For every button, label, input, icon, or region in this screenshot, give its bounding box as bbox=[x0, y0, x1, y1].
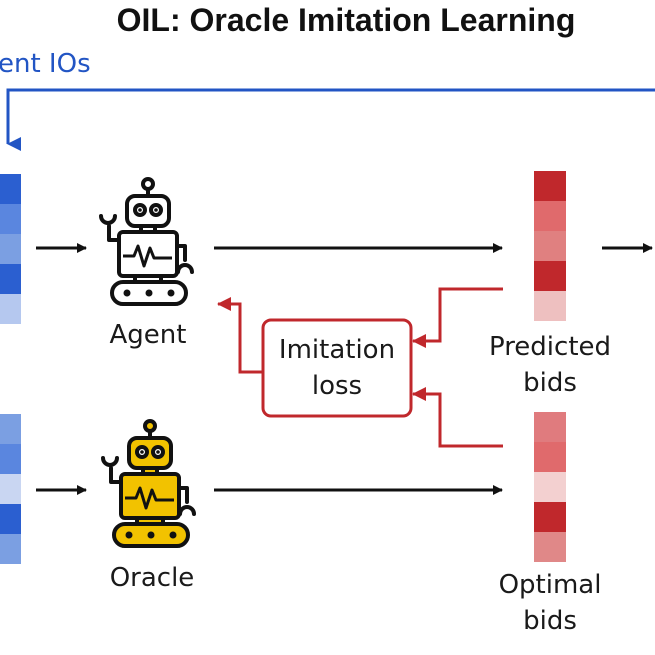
predicted-bid-cell bbox=[534, 231, 566, 261]
predicted-bid-cell bbox=[534, 201, 566, 231]
oracle-robot-icon bbox=[101, 419, 196, 548]
top-input-column bbox=[0, 174, 21, 324]
agent-robot-icon bbox=[99, 177, 194, 306]
loss-to-agent-arrow bbox=[217, 297, 263, 374]
bottom-input-cell bbox=[0, 474, 21, 504]
bottom-input-column bbox=[0, 414, 21, 564]
agent-label: Agent bbox=[110, 320, 187, 350]
predicted-label-line1: Predicted bbox=[489, 332, 611, 362]
bottom-input-cell bbox=[0, 444, 21, 474]
optimal-bid-cell bbox=[534, 532, 566, 562]
bottom-input-cell bbox=[0, 534, 21, 564]
optimal-bid-cell bbox=[534, 442, 566, 472]
predicted-bid-cell bbox=[534, 171, 566, 201]
feedback-arrow bbox=[6, 88, 655, 151]
top-input-cell bbox=[0, 234, 21, 264]
loss-label-line1: Imitation bbox=[279, 335, 395, 365]
predicted-label-line2: bids bbox=[523, 368, 577, 398]
oracle-label: Oracle bbox=[110, 563, 195, 593]
top-input-cell bbox=[0, 264, 21, 294]
optimal-bid-cell bbox=[534, 472, 566, 502]
bottom-input-cell bbox=[0, 414, 21, 444]
bottom-input-cell bbox=[0, 504, 21, 534]
predicted-bid-cell bbox=[534, 261, 566, 291]
optimal-to-loss-arrow bbox=[412, 387, 503, 448]
loss-label-line2: loss bbox=[312, 371, 362, 401]
feedback-label: ent IOs bbox=[0, 49, 91, 79]
top-input-cell bbox=[0, 294, 21, 324]
optimal-bid-cell bbox=[534, 502, 566, 532]
optimal-bids-column bbox=[534, 412, 566, 562]
optimal-label-line1: Optimal bbox=[499, 570, 602, 600]
optimal-bid-cell bbox=[534, 412, 566, 442]
predicted-bids-column bbox=[534, 171, 566, 321]
predicted-bid-cell bbox=[534, 291, 566, 321]
optimal-label-line2: bids bbox=[523, 606, 577, 636]
diagram-title: OIL: Oracle Imitation Learning bbox=[117, 2, 576, 38]
top-input-cell bbox=[0, 204, 21, 234]
top-input-cell bbox=[0, 174, 21, 204]
predicted-to-loss-arrow bbox=[412, 287, 503, 348]
imitation-loss-box bbox=[261, 318, 413, 418]
